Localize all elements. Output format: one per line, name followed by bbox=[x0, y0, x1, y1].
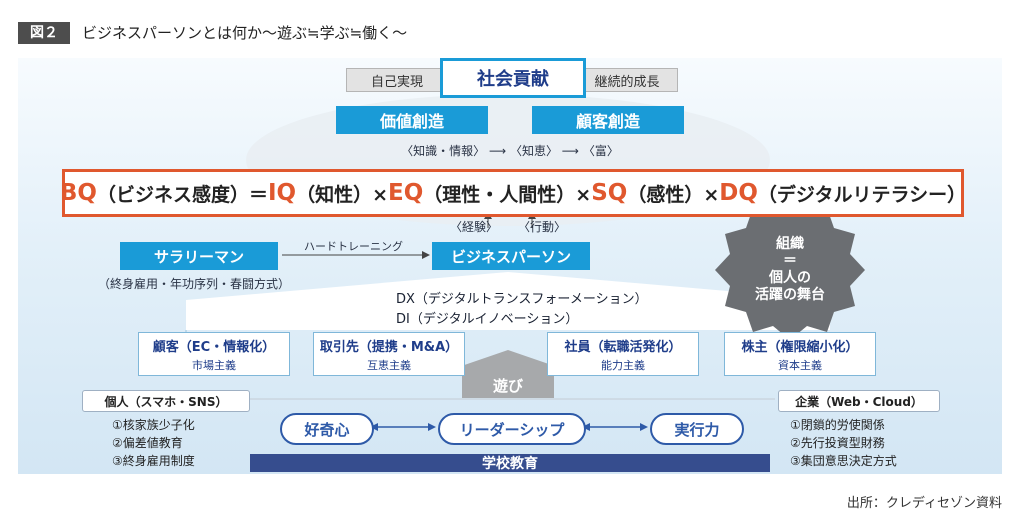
dq-description: （デジタルリテラシー） bbox=[757, 183, 967, 206]
field-subtitle: 能力主義 bbox=[601, 358, 645, 372]
field-shareholder: 株主（権限縮小化） 資本主義 bbox=[724, 332, 876, 376]
field-customer: 顧客（EC・情報化） 市場主義 bbox=[138, 332, 290, 376]
list-item: ②偏差値教育 bbox=[112, 436, 183, 450]
list-item: ③集団意思決定方式 bbox=[790, 454, 897, 468]
dx-arrow-shape bbox=[186, 272, 830, 330]
list-item: ①閉鎖的労使関係 bbox=[790, 418, 885, 432]
list-item: ②先行投資型財務 bbox=[790, 436, 885, 450]
field-title: 株主（権限縮小化） bbox=[741, 339, 859, 355]
play-label: 遊び bbox=[492, 376, 523, 395]
field-title: 顧客（EC・情報化） bbox=[152, 339, 276, 355]
eq-description: （理性・人間性）× bbox=[423, 183, 592, 206]
knowledge-flow: 〈知識・情報〉 ⟶ 〈知恵〉 ⟶ 〈富〉 bbox=[401, 143, 619, 158]
play-arrow-shape bbox=[444, 350, 572, 398]
eq-term: EQ bbox=[388, 180, 424, 206]
badge-line-4: 活躍の舞台 bbox=[755, 287, 825, 303]
salaryman-box: サラリーマン bbox=[120, 242, 278, 270]
business-person-box: ビジネスパーソン bbox=[432, 242, 590, 270]
experience-label: 〈経験〉 bbox=[450, 220, 499, 234]
figure-number: 図２ bbox=[18, 22, 70, 44]
field-title: 取引先（提携・M&A） bbox=[319, 339, 459, 355]
field-subtitle: 資本主義 bbox=[778, 358, 822, 372]
individual-list: ①核家族少子化 ②偏差値教育 ③終身雇用制度 bbox=[112, 416, 195, 470]
company-header: 企業（Web・Cloud） bbox=[778, 390, 940, 412]
list-item: ③終身雇用制度 bbox=[112, 454, 195, 468]
field-subtitle: 互恵主義 bbox=[367, 358, 411, 372]
gear-badge-shape bbox=[715, 200, 865, 340]
badge-line-3: 個人の bbox=[769, 270, 811, 286]
iq-term: IQ bbox=[267, 180, 297, 206]
badge-line-2: ＝ bbox=[783, 253, 797, 269]
leadership-pill: リーダーシップ bbox=[438, 413, 586, 445]
continuous-growth-box: 継続的成長 bbox=[576, 68, 678, 92]
organization-badge: 組織 ＝ 個人の 活躍の舞台 bbox=[740, 222, 840, 318]
figure-title: ビジネスパーソンとは何か～遊ぶ≒学ぶ≒働く～ bbox=[82, 24, 408, 42]
list-item: ①核家族少子化 bbox=[112, 418, 195, 432]
company-list: ①閉鎖的労使関係 ②先行投資型財務 ③集団意思決定方式 bbox=[790, 416, 897, 470]
hard-training-label: ハードトレーニング bbox=[304, 240, 403, 253]
social-contribution-box: 社会貢献 bbox=[440, 58, 586, 98]
customer-creation-box: 顧客創造 bbox=[532, 106, 684, 134]
value-creation-box: 価値創造 bbox=[336, 106, 488, 134]
curiosity-pill: 好奇心 bbox=[280, 413, 374, 445]
di-line: DⅠ（デジタルイノベーション） bbox=[396, 312, 579, 327]
badge-line-1: 組織 bbox=[776, 236, 804, 252]
bq-description: （ビジネス感度）＝ bbox=[96, 183, 268, 206]
school-education-bar: 学校教育 bbox=[250, 454, 770, 472]
dx-line: DX（デジタルトランスフォーメーション） bbox=[396, 292, 648, 307]
source-note: 出所：クレディセゾン資料 bbox=[846, 496, 1002, 511]
salaryman-subtitle: （終身雇用・年功序列・春闘方式） bbox=[98, 277, 291, 291]
action-label: 〈行動〉 bbox=[518, 220, 567, 234]
sq-description: （感性）× bbox=[627, 183, 720, 206]
bq-formula: BQ （ビジネス感度）＝ IQ （知性）× EQ （理性・人間性）× SQ （感… bbox=[59, 169, 967, 217]
iq-description: （知性）× bbox=[296, 183, 389, 206]
individual-header: 個人（スマホ・SNS） bbox=[82, 390, 250, 412]
field-title: 社員（転職活発化） bbox=[564, 339, 682, 355]
execution-pill: 実行力 bbox=[650, 413, 744, 445]
sq-term: SQ bbox=[591, 180, 628, 206]
self-realization-box: 自己実現 bbox=[346, 68, 448, 92]
dq-term: DQ bbox=[719, 180, 758, 206]
field-subtitle: 市場主義 bbox=[192, 358, 236, 372]
bq-term: BQ bbox=[59, 180, 97, 206]
field-employee: 社員（転職活発化） 能力主義 bbox=[547, 332, 699, 376]
field-partner: 取引先（提携・M&A） 互恵主義 bbox=[313, 332, 465, 376]
